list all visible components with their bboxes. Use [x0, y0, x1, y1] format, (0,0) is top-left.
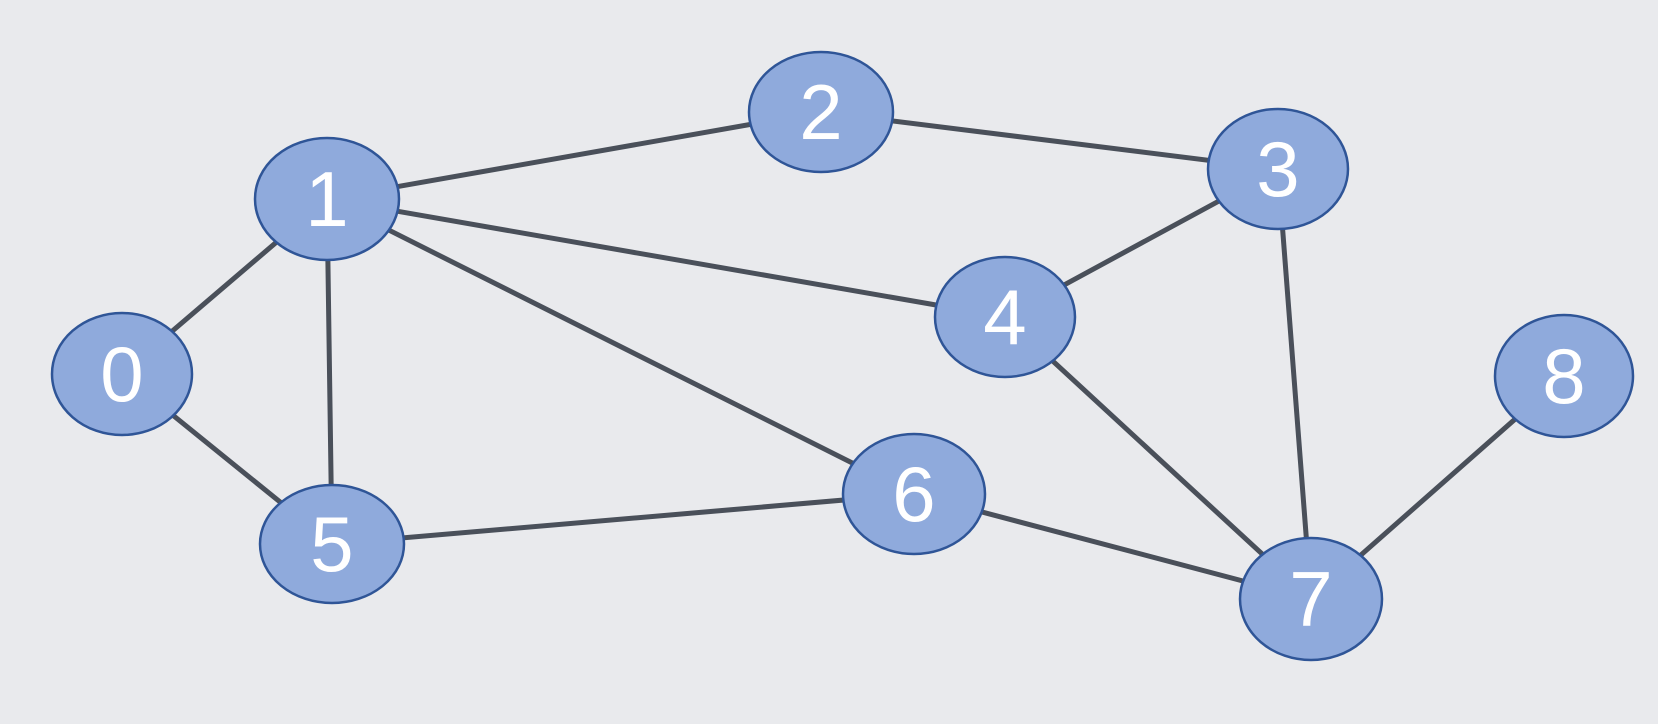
graph-node-ellipse-4 — [933, 255, 1077, 379]
graph-edge-4-7 — [1002, 314, 1314, 602]
graph-edge-2-3 — [818, 109, 1281, 172]
graph-edge-1-6 — [324, 196, 917, 497]
graph-node-4: 4 — [933, 255, 1077, 379]
graph-edge-3-7 — [1275, 166, 1314, 602]
graph-node-1: 1 — [253, 136, 401, 262]
graph-node-ellipse-2 — [747, 50, 895, 174]
graph-node-ellipse-0 — [50, 311, 194, 437]
graph-node-7: 7 — [1238, 536, 1384, 662]
graph-node-ellipse-1 — [253, 136, 401, 262]
graph-node-ellipse-5 — [258, 483, 406, 605]
graph-node-ellipse-8 — [1493, 313, 1635, 439]
graph-node-8: 8 — [1493, 313, 1635, 439]
graph-edge-1-4 — [324, 196, 1008, 320]
graph-node-5: 5 — [258, 483, 406, 605]
graph-node-6: 6 — [841, 432, 987, 556]
graph-node-ellipse-7 — [1238, 536, 1384, 662]
graph-edge-5-6 — [329, 491, 917, 547]
graph-node-0: 0 — [50, 311, 194, 437]
graph-node-2: 2 — [747, 50, 895, 174]
graph-node-3: 3 — [1206, 107, 1350, 231]
graph-node-ellipse-6 — [841, 432, 987, 556]
graph-edge-1-2 — [324, 109, 824, 202]
graph-node-ellipse-3 — [1206, 107, 1350, 231]
